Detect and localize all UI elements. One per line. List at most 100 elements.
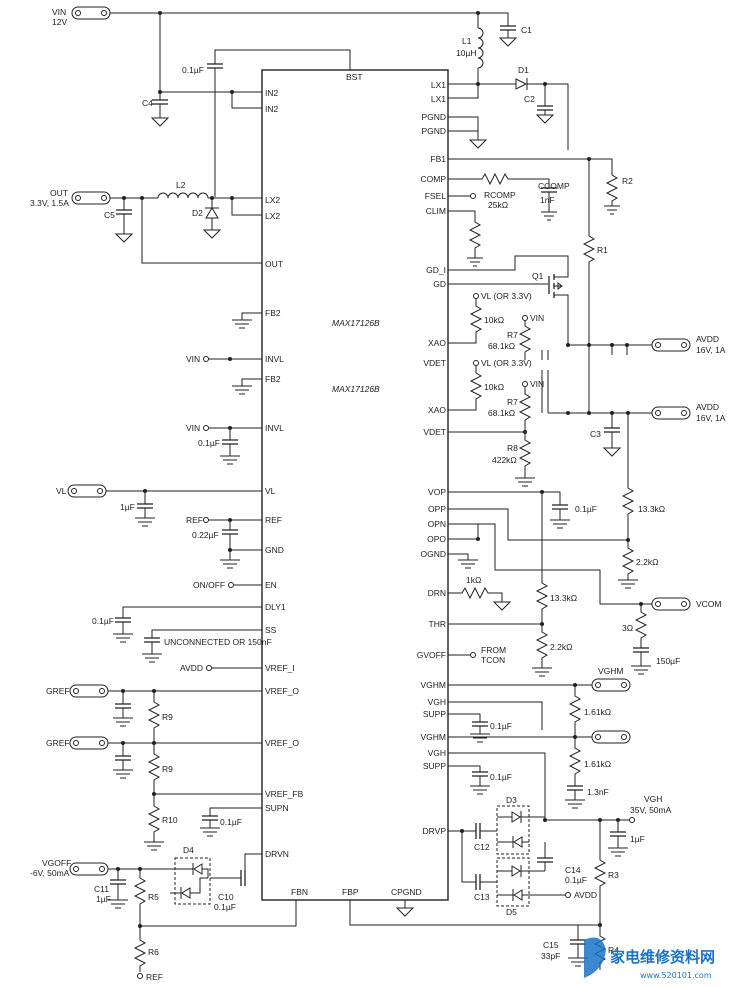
r2-label: R2 [622, 176, 633, 186]
c10-value: 0.1µF [214, 902, 236, 912]
c-supp-b-label: 0.1µF [490, 772, 512, 782]
avdd-vref-label: AVDD [180, 663, 203, 673]
vref-i-section: AVDD [180, 663, 262, 673]
c5-label: C5 [104, 210, 115, 220]
rcomp-label: RCOMP [484, 190, 516, 200]
d5-box [496, 857, 530, 907]
d3-box [496, 805, 530, 855]
c11-label: C11 [94, 884, 109, 894]
pin-clim: CLIM [426, 206, 446, 216]
vin-value: 12V [52, 17, 67, 27]
q1-label: Q1 [532, 271, 544, 281]
pin-lx2-b: LX2 [265, 211, 280, 221]
c11-value: 1µF [96, 894, 111, 904]
vcom-section: VCOM 3Ω 150µF [622, 597, 722, 675]
c-supn-label: 0.1µF [220, 817, 242, 827]
ic-name-1: MAX17126B [332, 318, 380, 328]
gref1-label: GREF [46, 686, 70, 696]
unconnected-label: UNCONNECTED OR 150nF [164, 637, 272, 647]
pin-ss: SS [265, 625, 277, 635]
r10-label: R10 [162, 815, 178, 825]
r8-value: 422kΩ [492, 455, 517, 465]
pin-gd-i: GD_I [426, 265, 446, 275]
vin-r7a-label: VIN [530, 313, 544, 323]
pin-fbn: FBN [291, 887, 308, 897]
c13-label: C13 [474, 892, 490, 902]
invl-section: VIN VIN 0.1µF [186, 354, 262, 465]
r161b-label: 1.61kΩ [584, 759, 611, 769]
ic-name-2: MAX17126B [332, 384, 380, 394]
d2-label: D2 [192, 208, 203, 218]
ccomp-label: CCOMP [538, 181, 570, 191]
r10k-a-label: 10kΩ [484, 315, 504, 325]
pin-thr: THR [429, 619, 446, 629]
pin-fbp: FBP [342, 887, 359, 897]
watermark-url: www.520101.com [640, 971, 712, 980]
ref-section: REF 0.22µF [186, 515, 262, 569]
c15-value: 33pF [541, 951, 560, 961]
pin-lx1-a: LX1 [431, 80, 446, 90]
r7a-value: 68.1kΩ [488, 341, 515, 351]
pin-fsel: FSEL [425, 191, 447, 201]
c10-label: C10 [218, 892, 234, 902]
ref-bottom-label: REF [146, 972, 163, 982]
watermark-text: 家电维修资料网 [610, 948, 715, 966]
vin-invl-a-label: VIN [186, 354, 200, 364]
vin-label: VIN [52, 7, 66, 17]
vgoff-value: -6V, 50mA [30, 868, 70, 878]
pin-drvp: DRVP [423, 826, 447, 836]
pin-cpgnd: CPGND [391, 887, 422, 897]
vl-section: VL 1µF [56, 484, 262, 527]
rcomp-value: 25kΩ [488, 200, 508, 210]
pin-fb1: FB1 [430, 154, 446, 164]
pin-fb2-b: FB2 [265, 374, 281, 384]
r7b-label: R7 [507, 397, 518, 407]
c3-label: C3 [590, 429, 601, 439]
vghm-terminal-b[interactable] [591, 730, 631, 744]
pin-dly1: DLY1 [265, 602, 286, 612]
vghm-terminal-a[interactable] [591, 678, 631, 692]
r3ohm-label: 3Ω [622, 623, 633, 633]
pin-drn: DRN [428, 588, 446, 598]
pin-out: OUT [265, 259, 283, 269]
pin-opp: OPP [428, 504, 446, 514]
pin-vref-o-b: VREF_O [265, 738, 299, 748]
pin-pgnd-b: PGND [421, 126, 446, 136]
watermark: 家电维修资料网 www.520101.com [584, 937, 715, 980]
pin-xao-b: XAO [428, 405, 446, 415]
gref2-label: GREF [46, 738, 70, 748]
c-bst-label: 0.1µF [182, 65, 204, 75]
c-ref-label: 0.22µF [192, 530, 219, 540]
pin-vl: VL [265, 486, 276, 496]
out-value: 3.3V, 1.5A [30, 198, 69, 208]
pin-supp-a: SUPP [423, 709, 446, 719]
r161a-label: 1.61kΩ [584, 707, 611, 717]
r13k3-a-label: 13.3kΩ [638, 504, 665, 514]
r9a-label: R9 [162, 712, 173, 722]
c15-label: C15 [543, 940, 559, 950]
d1-label: D1 [518, 65, 529, 75]
pin-drvn: DRVN [265, 849, 289, 859]
pin-xao-a: XAO [428, 338, 446, 348]
r2k2-b-label: 2.2kΩ [550, 642, 572, 652]
vgh-label: VGH [644, 794, 662, 804]
vcom-terminal[interactable] [651, 597, 691, 611]
pin-in2-a: IN2 [265, 88, 279, 98]
avdd2-value: 16V, 1A [696, 413, 726, 423]
vl-label: VL [56, 486, 67, 496]
vghm-label: VGHM [598, 666, 624, 676]
pin-opo: OPO [427, 534, 446, 544]
l1-value: 10µH [456, 48, 477, 58]
fsel-clim-section [448, 193, 483, 267]
vgoff-section: C10 0.1µF D4 VGOFF -6V, 50mA C11 1µF R5 … [30, 845, 297, 982]
r2k2-a-label: 2.2kΩ [636, 557, 658, 567]
pin-vref-o-a: VREF_O [265, 686, 299, 696]
avdd1-label: AVDD [696, 334, 719, 344]
d4-box [174, 857, 211, 905]
gvoff-section: FROM TCON [448, 645, 506, 665]
en-section: ON/OFF [193, 580, 262, 590]
c12-label: C12 [474, 842, 490, 852]
c2-label: C2 [524, 94, 535, 104]
vl33-a-label: VL (OR 3.3V) [481, 291, 532, 301]
